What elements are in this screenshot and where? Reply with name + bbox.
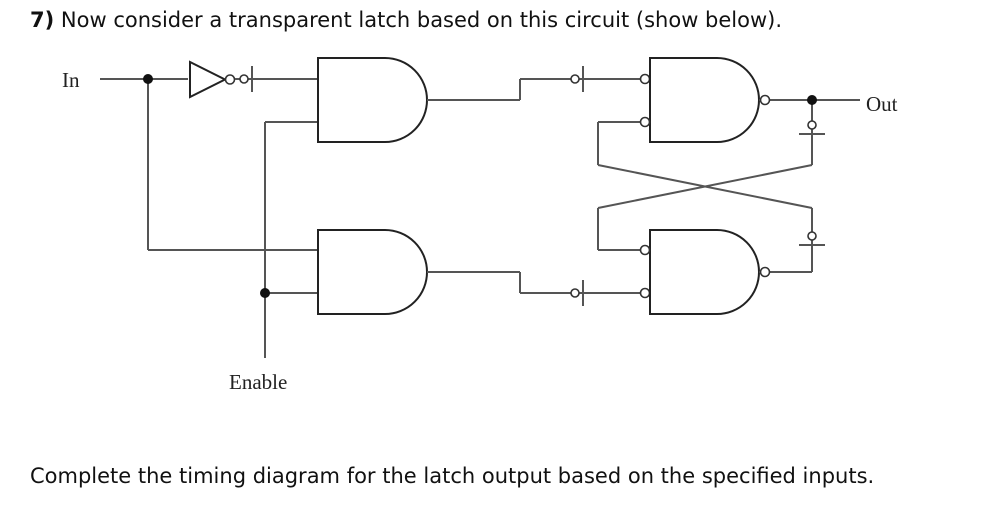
question-text: 7) Now consider a transparent latch base…	[30, 8, 782, 32]
bottom-gate-output-wire	[427, 271, 651, 306]
output-junction-dot	[807, 95, 817, 105]
enable-label: Enable	[229, 370, 287, 394]
inverter-output-wire	[235, 66, 318, 92]
bottom-and-gate	[317, 229, 428, 315]
enable-junction-dot	[260, 288, 270, 298]
input-wire	[100, 78, 318, 251]
enable-wire	[264, 121, 318, 358]
question-number: 7)	[30, 8, 55, 32]
output-label: Out	[866, 92, 898, 116]
latch-bottom-output-wire	[759, 208, 825, 278]
top-gate-output-wire	[427, 66, 651, 101]
input-label: In	[62, 68, 80, 92]
inverter-gate	[189, 60, 236, 99]
input-junction-dot	[143, 74, 153, 84]
latch-top-and-gate	[649, 57, 760, 143]
cross-feedback-wires	[597, 116, 813, 256]
question-body: Now consider a transparent latch based o…	[60, 8, 783, 32]
latch-top-output-wire	[759, 94, 860, 165]
instruction-text: Complete the timing diagram for the latc…	[30, 464, 875, 488]
latch-bottom-and-gate	[649, 229, 760, 315]
top-and-gate	[317, 57, 428, 143]
